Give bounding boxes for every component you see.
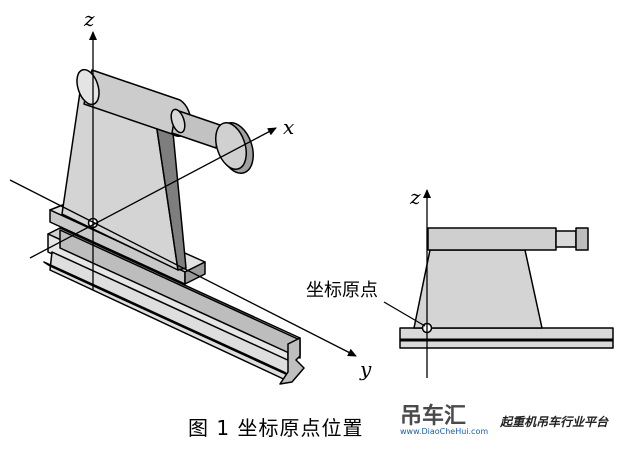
y-axis-label: y bbox=[359, 357, 372, 381]
origin-leader-line bbox=[383, 301, 426, 327]
watermark-url: www.DiaoCheHui.com bbox=[400, 427, 489, 436]
watermark-brand: 吊车汇 bbox=[400, 404, 467, 429]
watermark-slogan: 起重机吊车行业平台 bbox=[500, 414, 609, 429]
watermark: 吊车汇 www.DiaoCheHui.com 起重机吊车行业平台 bbox=[400, 406, 608, 436]
figure-caption: 图 1 坐标原点位置 bbox=[188, 416, 364, 440]
x-axis-label: x bbox=[283, 115, 294, 139]
side-rail bbox=[399, 327, 614, 349]
axes-left bbox=[9, 31, 357, 357]
watermark-logo: 吊车汇 www.DiaoCheHui.com bbox=[400, 406, 488, 436]
y-axis bbox=[9, 179, 357, 357]
side-cylinder bbox=[427, 227, 557, 251]
origin-label: 坐标原点 bbox=[306, 280, 378, 301]
z-axis-label-left: z bbox=[83, 7, 95, 31]
x-axis bbox=[29, 127, 277, 259]
axes-right bbox=[383, 189, 431, 378]
machine-side-view bbox=[399, 227, 614, 349]
side-column bbox=[413, 249, 543, 329]
rail-beam bbox=[43, 227, 305, 385]
machine-3d-view bbox=[43, 68, 305, 385]
z-axis-label-right: z bbox=[409, 185, 421, 209]
